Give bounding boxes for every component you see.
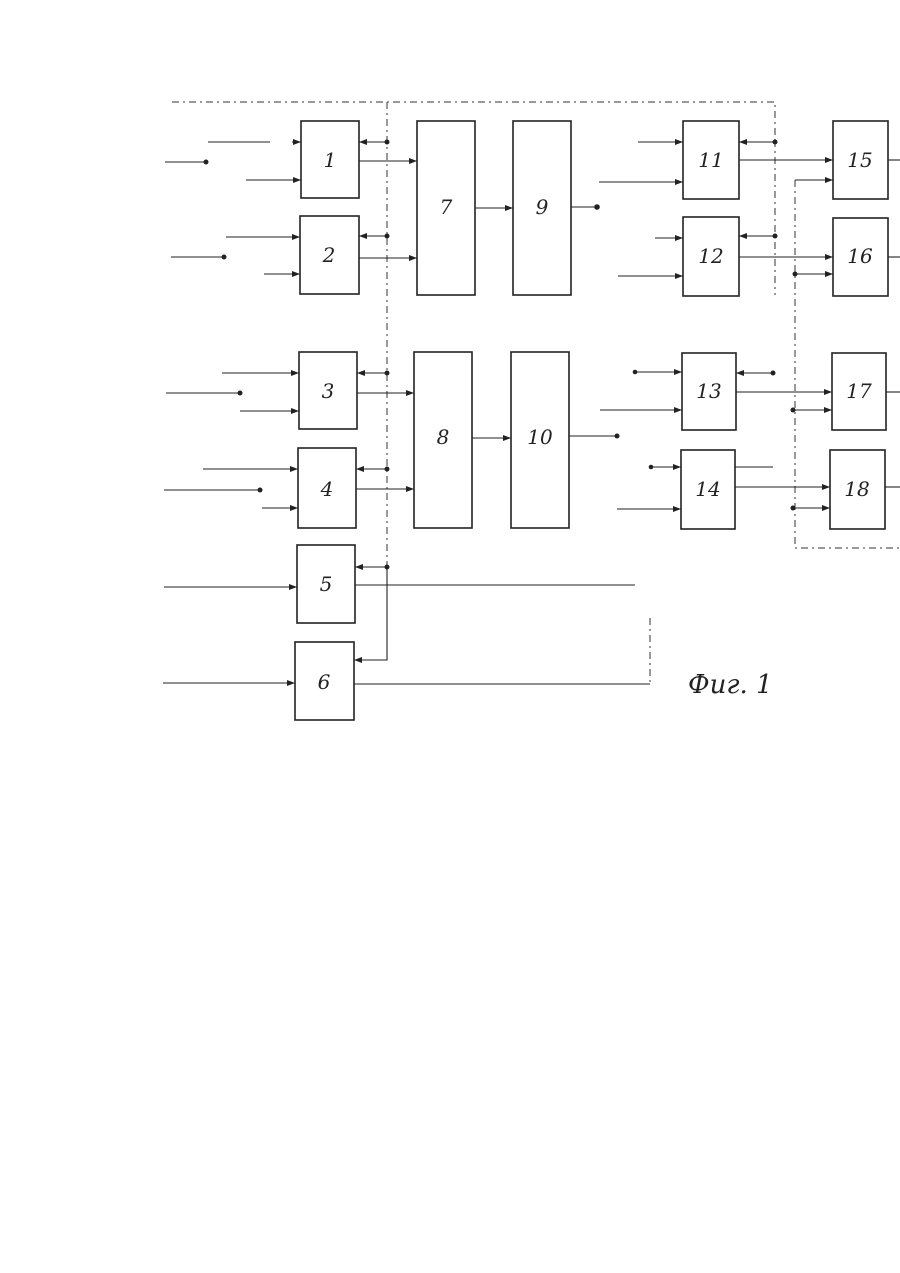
block-label: 14: [695, 477, 720, 501]
block-label: 17: [846, 379, 872, 403]
block-label: 3: [322, 379, 335, 403]
block-12: 12: [683, 217, 739, 296]
block-16: 16: [833, 218, 888, 296]
block-1: 1: [301, 121, 359, 198]
block-label: 2: [322, 243, 336, 267]
block-4: 4: [298, 448, 356, 528]
block-label: 5: [320, 572, 333, 596]
block-label: 10: [527, 425, 553, 449]
block-label: 4: [320, 477, 334, 501]
block-9: 9: [513, 121, 571, 295]
block-label: 9: [536, 195, 549, 219]
block-13: 13: [682, 353, 736, 430]
block-6: 6: [295, 642, 354, 720]
block-15: 15: [833, 121, 888, 199]
block-2: 2: [300, 216, 359, 294]
block-label: 18: [844, 477, 869, 501]
block-label: 8: [437, 425, 450, 449]
connection-wires: [163, 142, 900, 684]
block-8: 8: [414, 352, 472, 528]
junction-dots: [204, 140, 798, 570]
block-11: 11: [683, 121, 739, 199]
block-label: 13: [696, 379, 721, 403]
block-5: 5: [297, 545, 355, 623]
block-label: 11: [698, 148, 723, 172]
block-label: 1: [324, 148, 337, 172]
block-3: 3: [299, 352, 357, 429]
block-7: 7: [417, 121, 475, 295]
block-14: 14: [681, 450, 735, 529]
block-label: 7: [440, 195, 453, 219]
block-label: 16: [847, 244, 873, 268]
figure-caption: Фиг. 1: [688, 670, 773, 700]
block-label: 6: [318, 670, 331, 694]
block-label: 15: [847, 148, 872, 172]
dashed-control-bus: [172, 102, 900, 684]
block-18: 18: [830, 450, 885, 529]
block-label: 12: [698, 244, 723, 268]
block-17: 17: [832, 353, 886, 430]
block-10: 10: [511, 352, 569, 528]
